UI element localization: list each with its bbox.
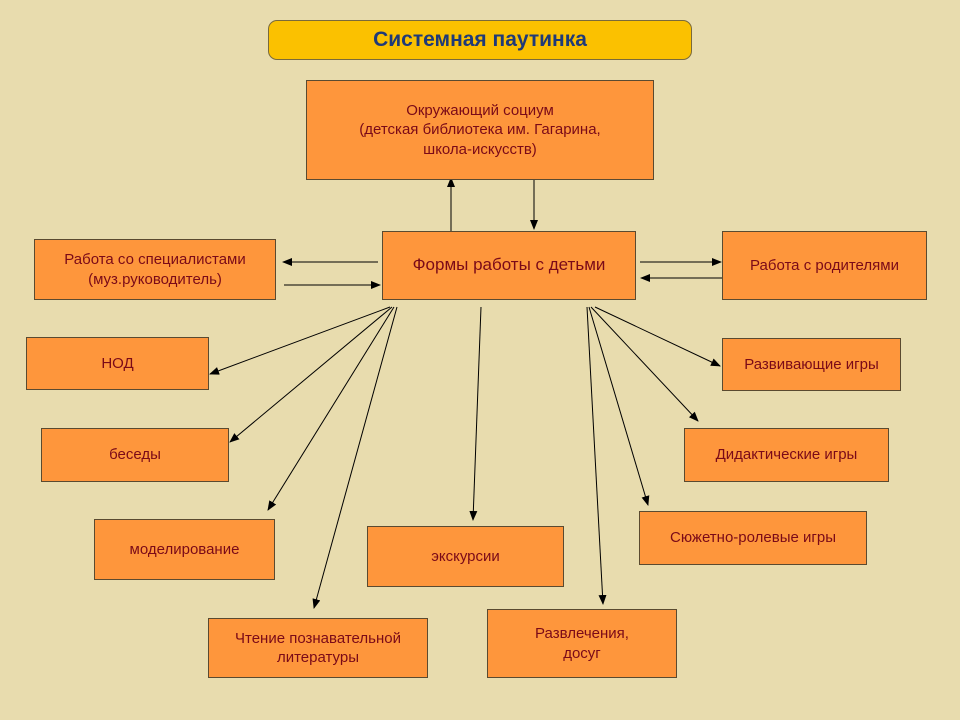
node-reading: Чтение познавательной литературы [208, 618, 428, 678]
arrow-to-talks [229, 306, 393, 443]
arrow-to-entertainment [586, 306, 607, 605]
node-entertainment: Развлечения, досуг [487, 609, 677, 678]
arrow-to-reading [312, 306, 398, 609]
node-parents: Работа с родителями [722, 231, 927, 300]
node-developing-games: Развивающие игры [722, 338, 901, 391]
node-excursions: экскурсии [367, 526, 564, 587]
node-specialists: Работа со специалистами (муз.руководител… [34, 239, 276, 300]
node-society: Окружающий социум (детская библиотека им… [306, 80, 654, 180]
node-center: Формы работы с детьми [382, 231, 636, 300]
arrow-to-modeling [267, 306, 395, 511]
node-talks: беседы [41, 428, 229, 482]
arrow-to-excursions [469, 306, 482, 521]
arrow-to-role-games [588, 306, 650, 506]
node-modeling: моделирование [94, 519, 275, 580]
diagram-title: Системная паутинка [268, 20, 692, 60]
node-role-games: Сюжетно-ролевые игры [639, 511, 867, 565]
arrow-to-nod [209, 306, 391, 375]
arrow-to-didactic-games [590, 306, 699, 422]
node-nod: НОД [26, 337, 209, 390]
arrow-to-developing-games [594, 306, 721, 367]
node-didactic-games: Дидактические игры [684, 428, 889, 482]
